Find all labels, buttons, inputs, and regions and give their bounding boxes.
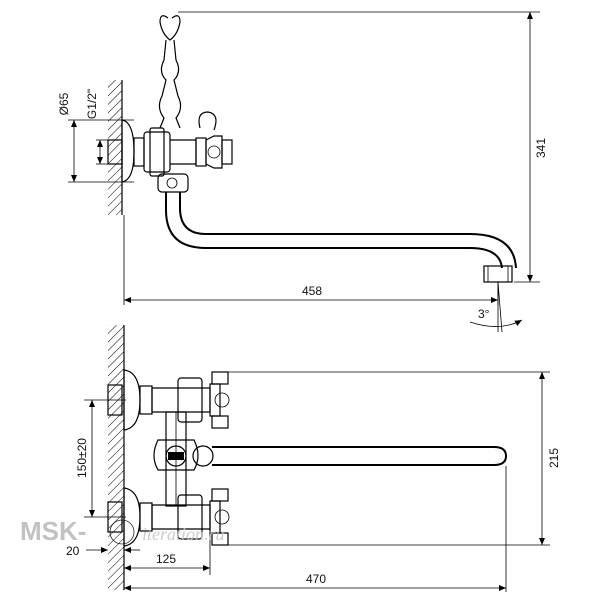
dim-angle-label: 3° (478, 307, 490, 321)
dim-125: 125 (124, 532, 211, 575)
dim-341: 341 (178, 11, 548, 283)
plan-view: 215 150±20 20 125 470 (66, 325, 561, 592)
dim-215: 215 (220, 371, 561, 546)
dim-20: 20 (66, 544, 140, 558)
central-diverter (153, 411, 214, 507)
dim-diameter: Ø65 (57, 92, 134, 183)
dim-20-label: 20 (66, 544, 80, 558)
dim-diameter-label: Ø65 (57, 92, 71, 115)
dim-center: 150±20 (75, 399, 126, 518)
dim-215-label: 215 (547, 448, 561, 468)
watermark-brand: MSK- (20, 516, 86, 546)
watermark-sub: iteration.ru (142, 524, 225, 544)
mixer-body-side (143, 111, 233, 193)
dim-470: 470 (124, 466, 507, 592)
spout-plan (212, 446, 508, 466)
dim-center-label: 150±20 (75, 438, 89, 478)
dim-thread-label: G1/2" (85, 89, 99, 119)
dim-angle: 3° (469, 281, 523, 333)
spout-side (165, 192, 517, 283)
dim-458-label: 458 (302, 284, 322, 298)
watermark: MSK- iteration.ru (20, 516, 225, 546)
dim-341-label: 341 (534, 138, 548, 158)
dim-470-label: 470 (306, 572, 326, 586)
dim-125-label: 125 (156, 552, 176, 566)
upper-valve (107, 369, 230, 431)
wall-hatch-top (108, 80, 122, 215)
dim-thread: G1/2" (85, 89, 110, 165)
side-view: 341 Ø65 G1/2" 458 3° (57, 11, 548, 333)
wall-hatch-bottom (108, 325, 124, 590)
dim-458: 458 (123, 215, 499, 305)
ornate-diverter (158, 15, 182, 129)
